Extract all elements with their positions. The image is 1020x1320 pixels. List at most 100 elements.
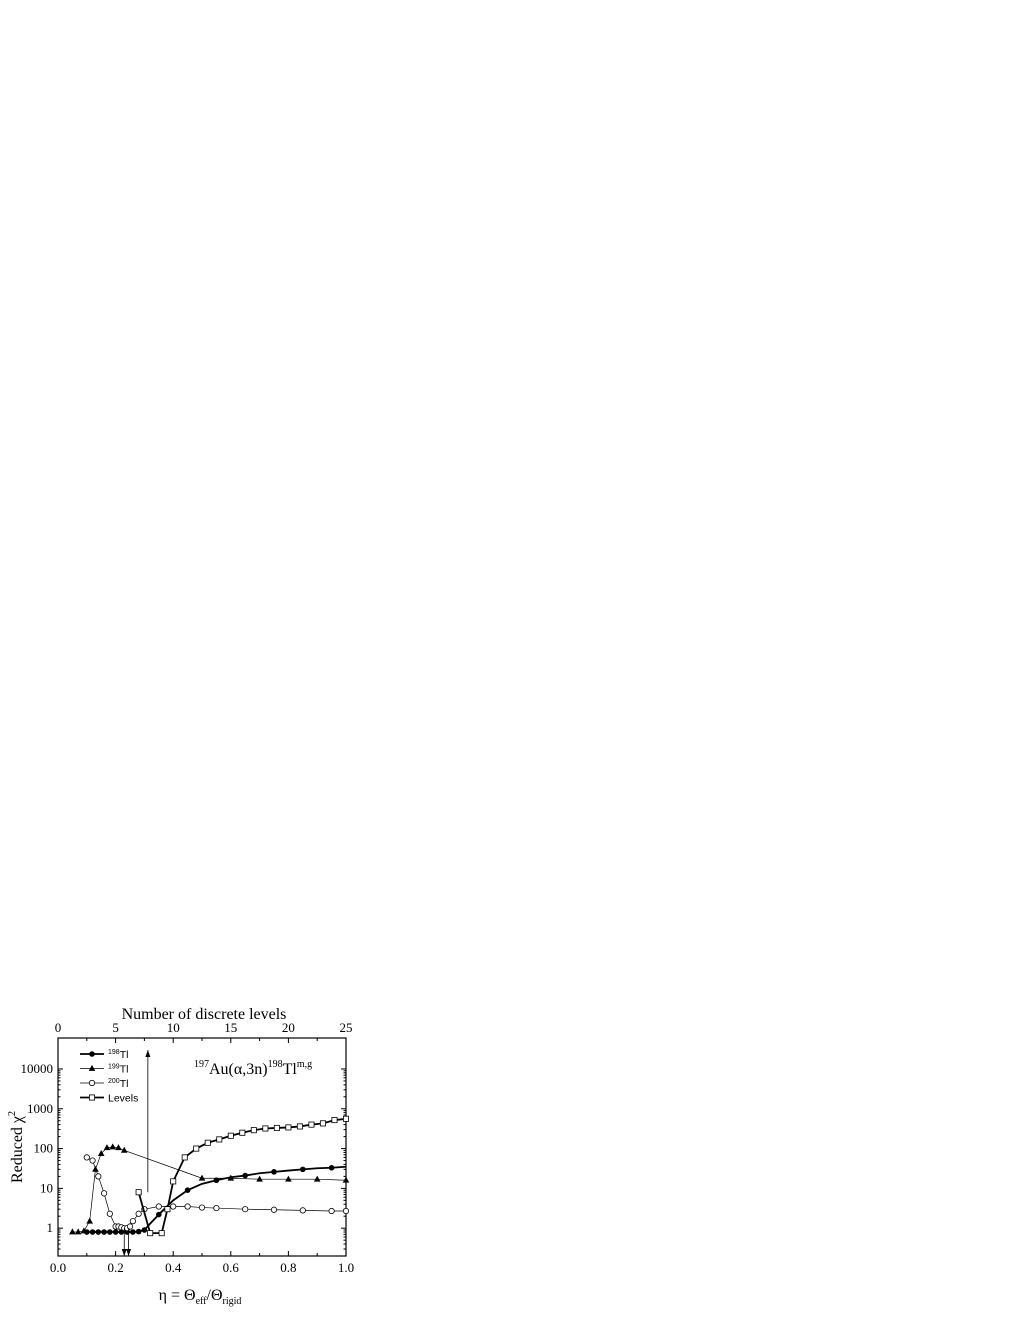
data-point xyxy=(262,1125,269,1132)
top-x-tick-label: 10 xyxy=(167,1020,180,1035)
data-point xyxy=(95,1229,102,1235)
data-point xyxy=(115,1144,122,1151)
legend-entry: 198Tl xyxy=(80,1049,128,1061)
legend-entry: Levels xyxy=(80,1093,138,1105)
legend-entry: 200Tl xyxy=(80,1078,128,1090)
x-axis-title: η = Θeff/Θrigid xyxy=(159,1287,242,1307)
data-point xyxy=(204,1139,211,1146)
legend-marker xyxy=(88,1079,96,1087)
series-line xyxy=(72,1146,347,1233)
data-point xyxy=(250,1127,257,1134)
data-point xyxy=(328,1207,335,1215)
x-tick-label: 1.0 xyxy=(338,1260,354,1275)
top-x-tick-label: 20 xyxy=(282,1020,295,1035)
data-point xyxy=(83,1154,90,1161)
top-x-tick-label: 25 xyxy=(340,1020,353,1035)
data-point xyxy=(296,1123,303,1130)
data-point xyxy=(331,1117,338,1124)
data-point xyxy=(271,1169,277,1175)
data-point xyxy=(97,1149,105,1156)
top-x-tick-label: 15 xyxy=(224,1020,237,1035)
data-point xyxy=(130,1229,136,1235)
top-x-axis-title: Number of discrete levels xyxy=(122,1006,287,1023)
data-point xyxy=(342,1115,349,1122)
data-point xyxy=(100,1190,108,1197)
data-point xyxy=(74,1228,82,1235)
y-tick-label: 10000 xyxy=(21,1061,54,1076)
y-tick-label: 100 xyxy=(34,1141,54,1156)
arrow-head xyxy=(121,1249,127,1256)
data-point xyxy=(313,1175,321,1182)
data-point xyxy=(89,1157,96,1164)
legend-label: Levels xyxy=(108,1093,138,1105)
data-point xyxy=(239,1129,246,1136)
data-point xyxy=(273,1124,280,1131)
series-2 xyxy=(83,1154,350,1232)
x-tick-label: 0.4 xyxy=(165,1260,182,1275)
data-point xyxy=(300,1166,306,1173)
data-point xyxy=(270,1206,278,1213)
legend-marker xyxy=(89,1094,96,1101)
data-point xyxy=(86,1217,93,1224)
data-point xyxy=(256,1175,263,1182)
data-point xyxy=(112,1229,119,1235)
data-point xyxy=(103,1144,111,1151)
data-point xyxy=(184,1187,191,1193)
data-point xyxy=(69,1228,76,1235)
x-tick-label: 0.8 xyxy=(280,1260,296,1275)
data-point xyxy=(198,1204,206,1211)
data-point xyxy=(242,1206,249,1213)
data-point xyxy=(95,1173,102,1180)
series-line xyxy=(86,1165,347,1233)
series-line xyxy=(86,1157,346,1229)
data-point xyxy=(135,1228,142,1235)
data-point xyxy=(164,1206,171,1213)
data-point xyxy=(147,1230,154,1237)
data-point xyxy=(120,1146,128,1153)
data-point xyxy=(141,1227,148,1233)
plot-frame xyxy=(57,1037,347,1257)
data-point xyxy=(126,1223,134,1230)
data-point xyxy=(227,1132,234,1139)
data-point xyxy=(170,1203,177,1210)
y-tick-label: 1 xyxy=(47,1220,54,1235)
series-layer xyxy=(69,1115,350,1237)
series-0 xyxy=(84,1164,347,1235)
legend-marker xyxy=(88,1064,96,1071)
data-point xyxy=(342,1176,350,1183)
data-point xyxy=(308,1121,315,1128)
data-point xyxy=(242,1172,248,1179)
data-point xyxy=(198,1174,206,1181)
legend-entry: 199Tl xyxy=(80,1064,128,1076)
data-point xyxy=(107,1229,113,1235)
data-point xyxy=(193,1145,200,1152)
data-point xyxy=(135,1210,142,1217)
data-point xyxy=(328,1164,335,1171)
data-point xyxy=(181,1154,188,1161)
arrow-head xyxy=(145,1049,151,1057)
data-point xyxy=(135,1189,142,1196)
legend-marker xyxy=(89,1051,95,1057)
y-tick-label: 1000 xyxy=(27,1101,53,1116)
data-point xyxy=(285,1124,292,1131)
data-point xyxy=(129,1218,136,1225)
series-3 xyxy=(135,1115,349,1237)
data-point xyxy=(80,1227,88,1234)
data-point xyxy=(213,1204,220,1212)
reaction-label: 197Au(α,3n)198Tlm,g xyxy=(194,1059,312,1078)
top-x-tick-label: 5 xyxy=(112,1020,119,1035)
data-point xyxy=(170,1178,177,1185)
x-tick-label: 0.2 xyxy=(107,1260,123,1275)
arrows-layer xyxy=(121,1049,151,1256)
data-point xyxy=(342,1207,350,1215)
data-point xyxy=(213,1177,220,1184)
data-point xyxy=(227,1174,235,1181)
legend-label: 199Tl xyxy=(108,1064,128,1076)
data-point xyxy=(158,1230,165,1237)
data-point xyxy=(155,1203,162,1210)
data-point xyxy=(156,1211,162,1218)
data-point xyxy=(184,1203,191,1210)
